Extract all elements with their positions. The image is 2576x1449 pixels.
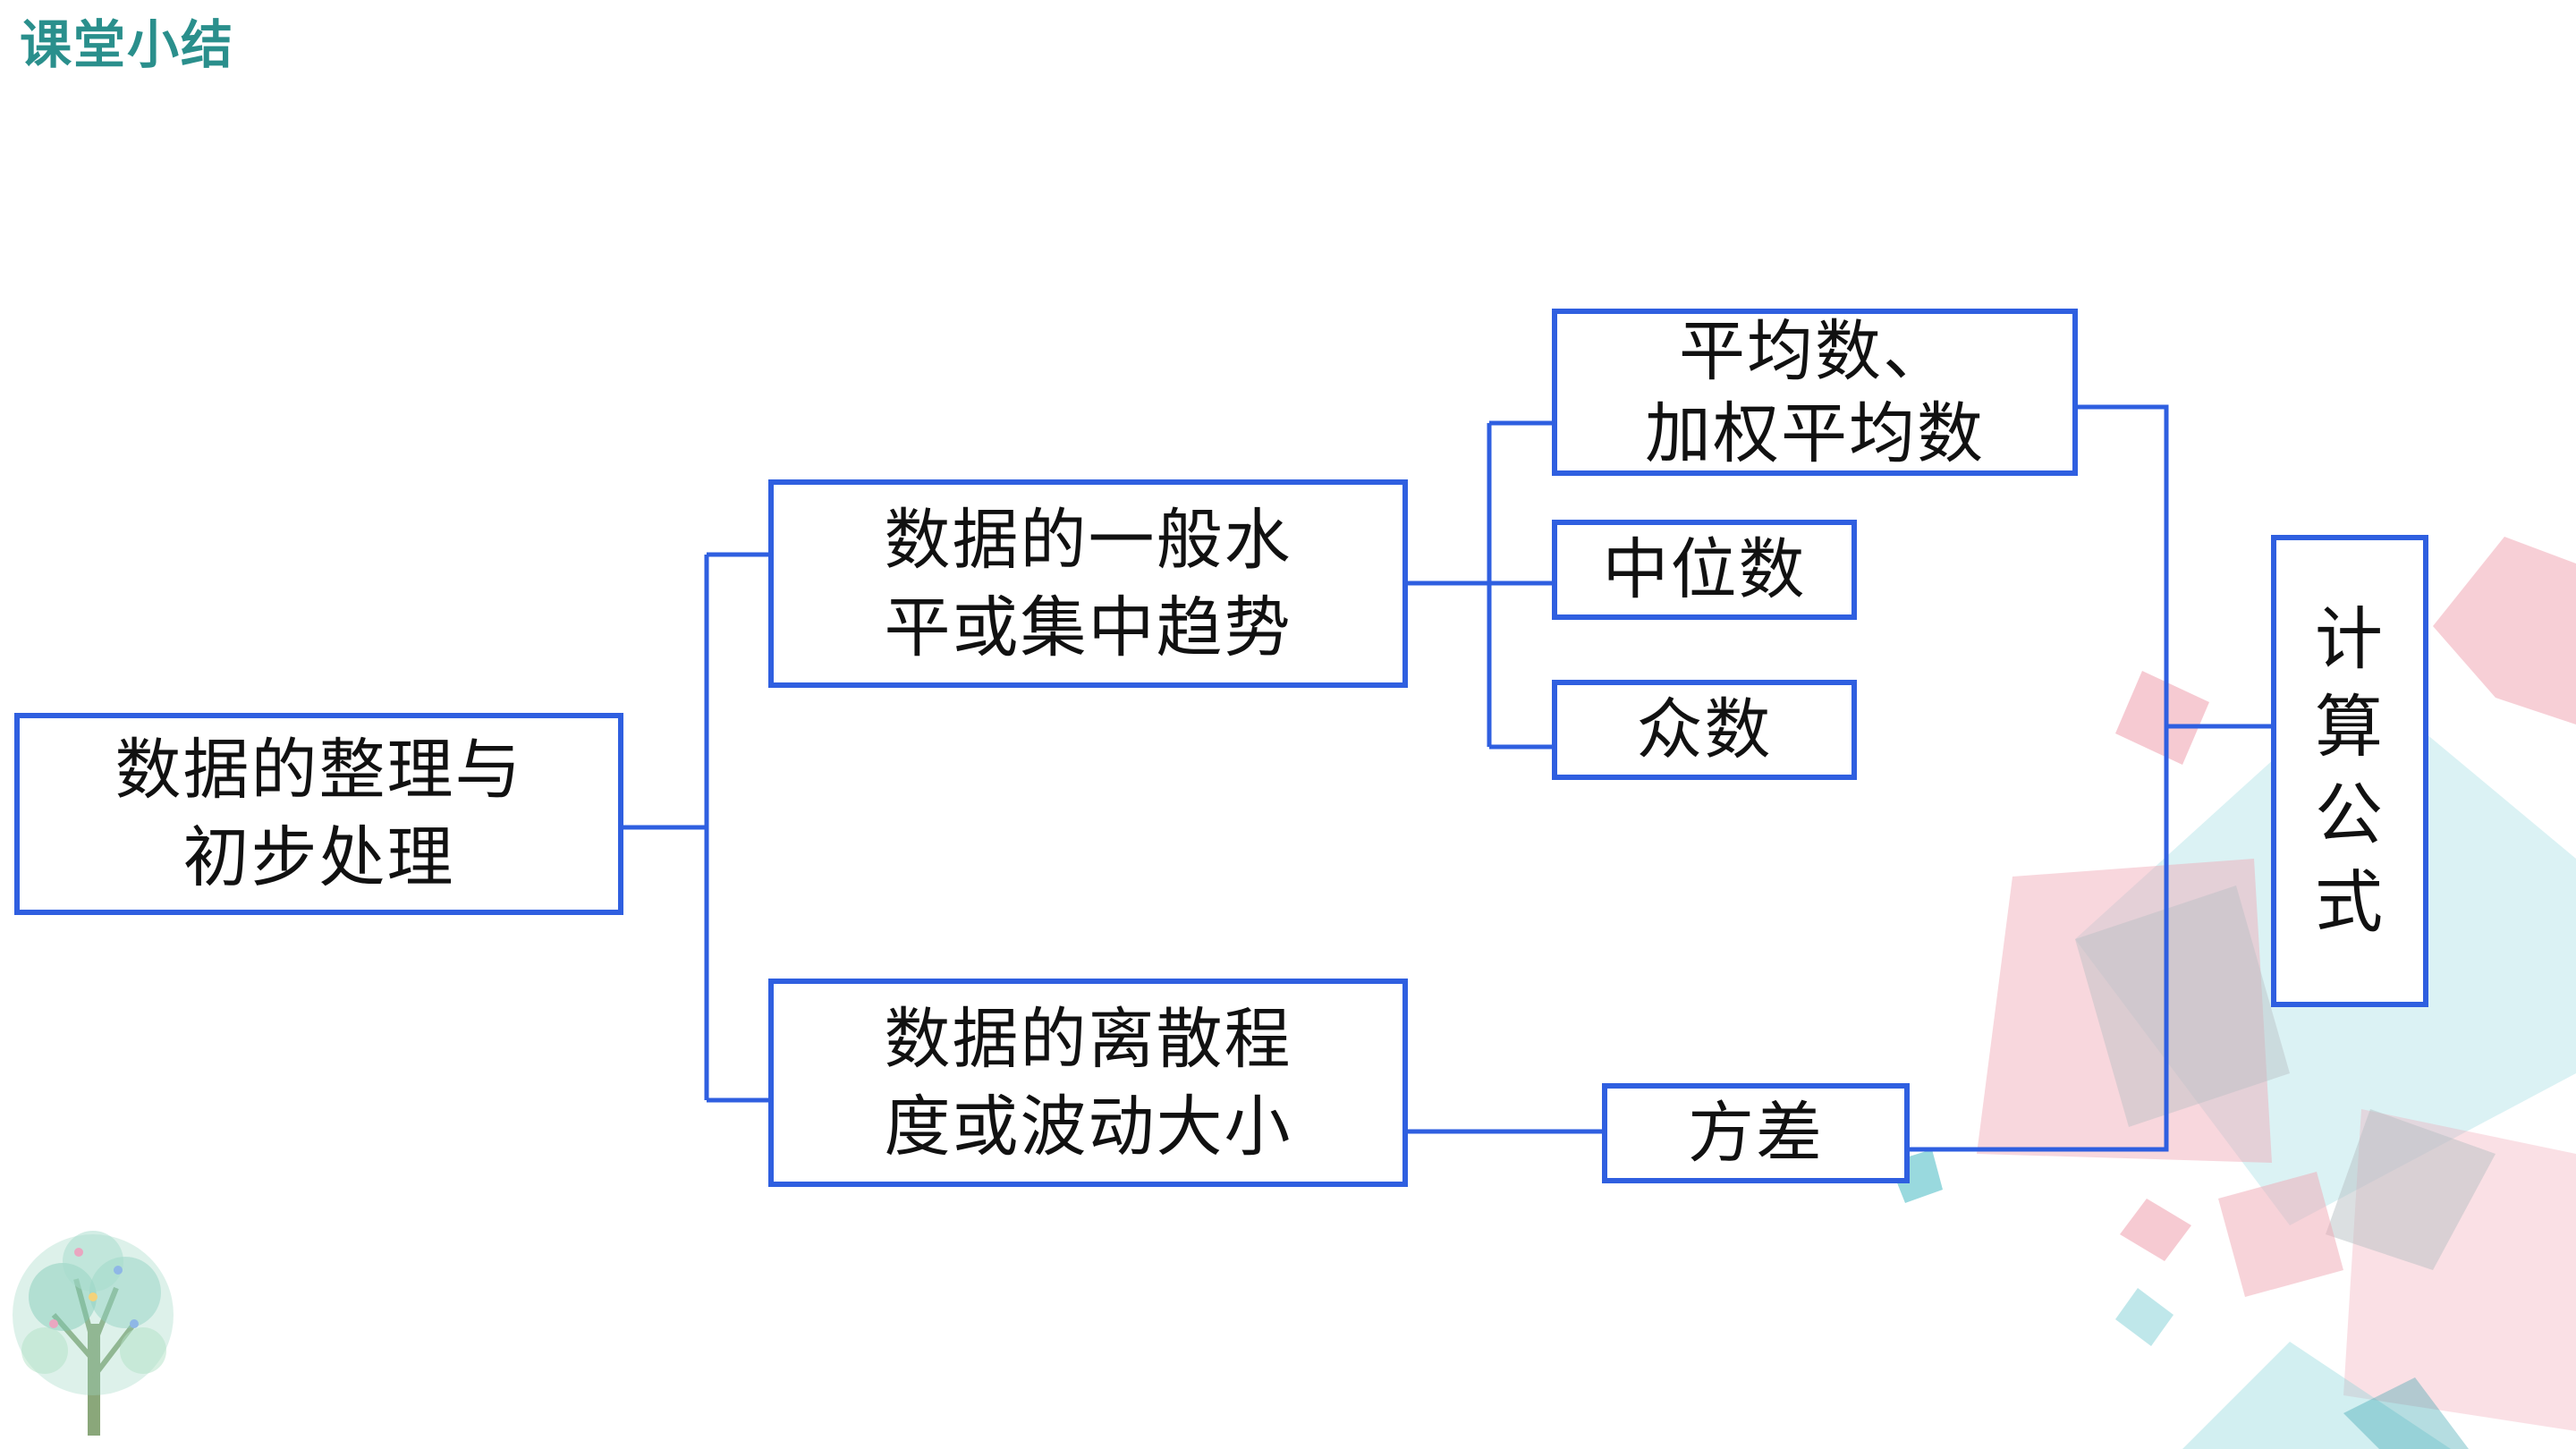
mean-node: 平均数、 加权平均数 <box>1552 309 2078 476</box>
page-title: 课堂小结 <box>20 14 235 75</box>
central-tendency-line-2: 平或集中趋势 <box>884 589 1292 666</box>
deco-square-pink-large <box>1977 859 2272 1163</box>
deco-square-pink-top <box>2433 537 2576 724</box>
formula-char-1: 计 <box>2315 599 2385 679</box>
mode-label: 众数 <box>1636 691 1773 768</box>
deco-square-pink-tiny <box>2120 1199 2191 1261</box>
mean-line-1: 平均数、 <box>1679 312 1951 390</box>
central-tendency-line-1: 数据的一般水 <box>884 501 1292 579</box>
median-node: 中位数 <box>1552 520 1857 620</box>
variance-label: 方差 <box>1688 1095 1824 1172</box>
formula-char-4: 式 <box>2315 862 2385 942</box>
root-node: 数据的整理与 初步处理 <box>14 713 623 915</box>
mode-node: 众数 <box>1552 680 1857 780</box>
tree-icon <box>13 1231 174 1436</box>
root-node-line-2: 初步处理 <box>182 819 455 896</box>
variance-node: 方差 <box>1602 1083 1910 1183</box>
deco-square-teal-tiny <box>2115 1288 2174 1346</box>
mean-line-2: 加权平均数 <box>1645 394 1985 472</box>
median-label: 中位数 <box>1602 531 1807 608</box>
formula-char-3: 公 <box>2315 775 2385 854</box>
connector-mean-to-bus <box>1905 404 2169 1152</box>
dispersion-line-2: 度或波动大小 <box>884 1088 1292 1165</box>
dispersion-line-1: 数据的离散程 <box>884 1000 1292 1078</box>
formula-node: 计 算 公 式 <box>2271 535 2428 1007</box>
dispersion-node: 数据的离散程 度或波动大小 <box>768 979 1408 1187</box>
deco-square-teal-bottom <box>2343 1377 2469 1449</box>
deco-square-gray <box>2075 886 2290 1127</box>
central-tendency-node: 数据的一般水 平或集中趋势 <box>768 479 1408 688</box>
formula-char-2: 算 <box>2315 687 2385 767</box>
deco-diamond-teal-bottom <box>2182 1342 2451 1449</box>
deco-square-pink-small <box>2115 671 2209 765</box>
deco-square-pink-mid <box>2218 1172 2343 1297</box>
root-node-line-1: 数据的整理与 <box>114 732 523 809</box>
deco-square-gray-lower <box>2326 1109 2496 1270</box>
